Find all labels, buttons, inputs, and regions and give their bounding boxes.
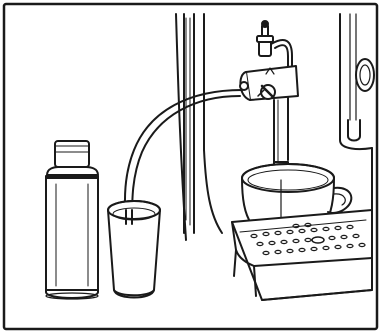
image-border (2, 2, 379, 331)
drip-tray-grid (231, 209, 373, 301)
cleaner-bottle (45, 140, 99, 300)
coffee-machine-body (175, 13, 375, 241)
milk-hose (123, 89, 243, 223)
cleaning-container (107, 200, 161, 299)
